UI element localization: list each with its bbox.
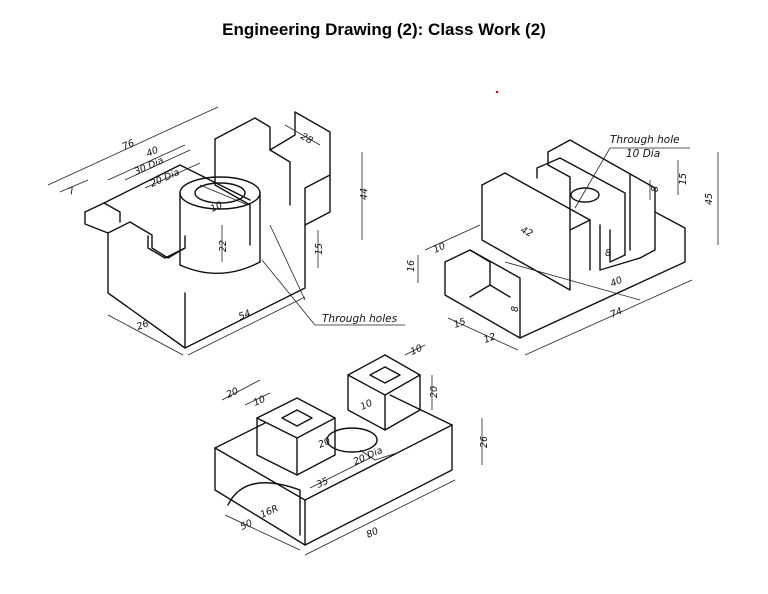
dim-8-step: 8 (510, 306, 521, 312)
dim-12: 12 (482, 331, 497, 345)
dim-45: 45 (704, 193, 715, 205)
dim-7: 7 (67, 185, 77, 198)
dim-20-right-cube: 20 (429, 386, 440, 398)
part-1-isometric: 76 40 30 Dia 20 Dia 7 10 28 44 15 22 26 … (47, 106, 405, 356)
part-3-isometric: 20 10 10 20 10 20 26 20 Dia 35 16R 50 80 (214, 343, 490, 556)
dim-10-left: 10 (432, 241, 448, 256)
dim-20-dia: 20 Dia (149, 167, 182, 190)
dim-35: 35 (315, 476, 331, 491)
page-title: Engineering Drawing (2): Class Work (2) (222, 20, 546, 39)
dim-10: 10 (209, 200, 225, 215)
dim-15-bottom: 15 (452, 316, 467, 330)
red-mark (495, 90, 499, 94)
dim-16r: 16R (259, 503, 281, 521)
dim-10-left-cube: 10 (252, 394, 268, 409)
part-2-isometric: Through hole 10 Dia 8 15 45 42 10 16 8 4… (406, 134, 719, 356)
dim-40: 40 (145, 145, 161, 160)
dim-80: 80 (365, 526, 381, 541)
dim-10-right-cube: 10 (409, 343, 425, 358)
dim-8-top: 8 (650, 186, 661, 192)
dim-20-left-cube: 20 (225, 386, 241, 401)
dim-22: 22 (218, 240, 229, 252)
dim-26: 26 (135, 318, 150, 332)
dim-42: 42 (519, 225, 535, 240)
dim-44: 44 (359, 188, 370, 200)
dim-8-slot: 8 (605, 248, 611, 259)
dim-28: 28 (299, 131, 315, 147)
dim-54: 54 (237, 308, 252, 323)
dim-15-right: 15 (678, 173, 689, 185)
dim-40: 40 (609, 275, 625, 290)
dim-16: 16 (406, 260, 417, 272)
dim-74: 74 (609, 306, 625, 321)
note-through-holes: Through holes (322, 313, 398, 325)
note-10-dia: 10 Dia (626, 148, 660, 160)
dim-20-center: 20 (317, 436, 333, 451)
dim-50: 50 (239, 518, 255, 533)
note-through-hole: Through hole (610, 134, 680, 146)
dim-15: 15 (314, 243, 325, 255)
dim-76: 76 (121, 138, 137, 153)
dim-10-hole: 10 (359, 398, 375, 413)
dim-26: 26 (479, 436, 490, 448)
